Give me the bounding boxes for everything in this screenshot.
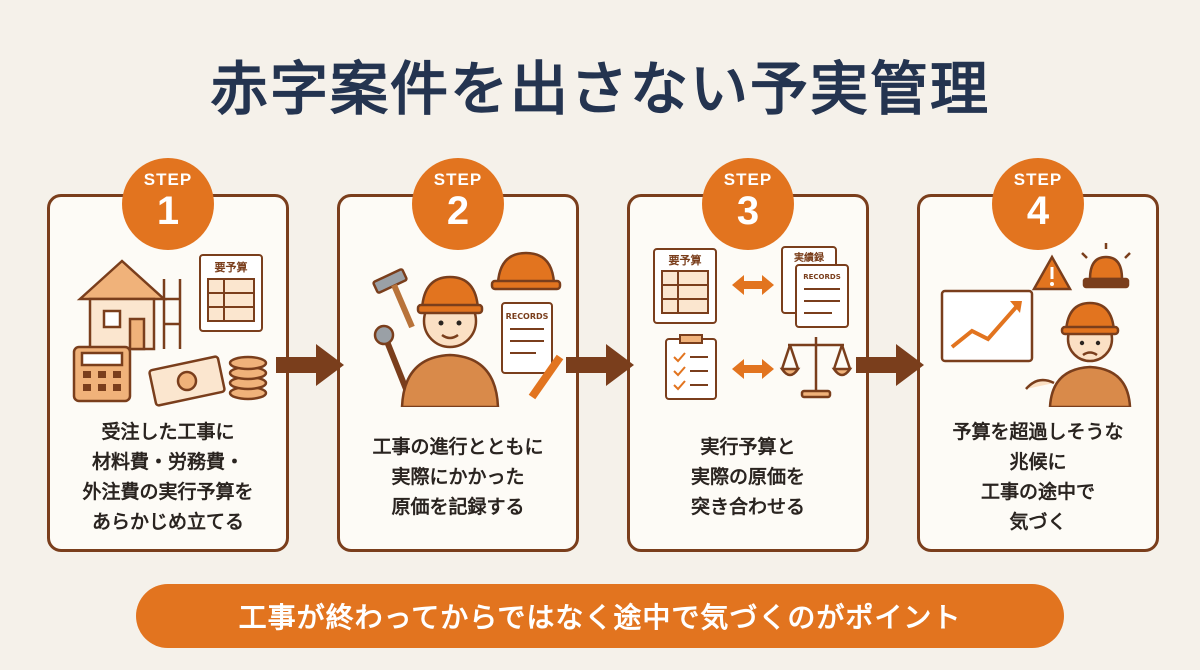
hard-hat-icon (490, 251, 562, 291)
step-3-description: 実行予算と 実際の原価を 突き合わせる (690, 436, 805, 518)
rising-chart-icon (940, 289, 1034, 363)
house-icon (76, 259, 182, 351)
warning-illustration (940, 243, 1132, 407)
step-3-badge: STEP 3 (702, 158, 794, 250)
coins-icon (228, 355, 268, 401)
hammer-icon (372, 268, 415, 329)
double-arrow-icon (732, 275, 774, 295)
alarm-light-icon (1081, 243, 1131, 289)
step-2-badge: STEP 2 (412, 158, 504, 250)
worker-records-illustration: RECORDS (372, 251, 564, 407)
step-4-description: 予算を超過しそうな 兆候に 工事の途中で 気づく (952, 421, 1124, 533)
step-1-description: 受注した工事に 材料費・労務費・ 外注費の実行予算を あらかじめ立てる (82, 421, 254, 533)
step-1-label: STEP (143, 170, 193, 189)
budget-sheet-label: 要予算 (215, 260, 248, 274)
step-1-card: 要予算 受注した工事に 材料費・労務費・ 外注費の実行予算を あらかじめ立てる (47, 194, 289, 552)
step-3-label: STEP (723, 170, 773, 189)
step-4-badge: STEP 4 (992, 158, 1084, 250)
arrow-right-icon (566, 344, 634, 386)
house-budget-illustration: 要予算 (72, 254, 268, 407)
key-point-banner: 工事が終わってからではなく途中で気づくのがポイント (136, 584, 1064, 648)
checklist-icon (665, 334, 717, 400)
records-label: RECORDS (803, 273, 841, 281)
warning-icon (1031, 254, 1073, 291)
cash-icon (148, 355, 226, 407)
step-2-card: RECORDS 工事の進行とともに 実際にかかった 原価を記録する (337, 194, 579, 552)
budget-sheet-icon (653, 248, 717, 324)
step-2-number: 2 (446, 189, 470, 233)
scale-icon (779, 337, 853, 399)
step-3-card: 要予算 実績録 RECORDS (627, 194, 869, 552)
records-document-icon (501, 302, 553, 374)
step-2-label: STEP (433, 170, 483, 189)
budget-sheet-icon (199, 254, 263, 332)
actual-records-icon (781, 246, 849, 328)
step-4-card: 予算を超過しそうな 兆候に 工事の途中で 気づく (917, 194, 1159, 552)
step-4-label: STEP (1013, 170, 1063, 189)
arrow-right-icon (856, 344, 924, 386)
worried-worker-icon (1025, 301, 1132, 407)
actual-records-label: 実績録 (794, 251, 825, 264)
records-label: RECORDS (506, 312, 549, 321)
step-4-number: 4 (1026, 189, 1050, 233)
worker-icon (400, 275, 500, 407)
arrow-right-icon (276, 344, 344, 386)
step-2-description: 工事の進行とともに 実際にかかった 原価を記録する (372, 436, 544, 518)
step-1-number: 1 (156, 189, 180, 233)
compare-illustration: 要予算 実績録 RECORDS (653, 246, 853, 400)
wrench-icon (373, 324, 409, 391)
budget-sheet-label: 要予算 (669, 253, 702, 267)
step-1-badge: STEP 1 (122, 158, 214, 250)
pencil-icon (528, 354, 564, 400)
double-arrow-icon (732, 359, 774, 379)
calculator-icon (72, 345, 132, 403)
step-3-number: 3 (736, 189, 760, 233)
page-title: 赤字案件を出さない予実管理 (209, 55, 990, 123)
